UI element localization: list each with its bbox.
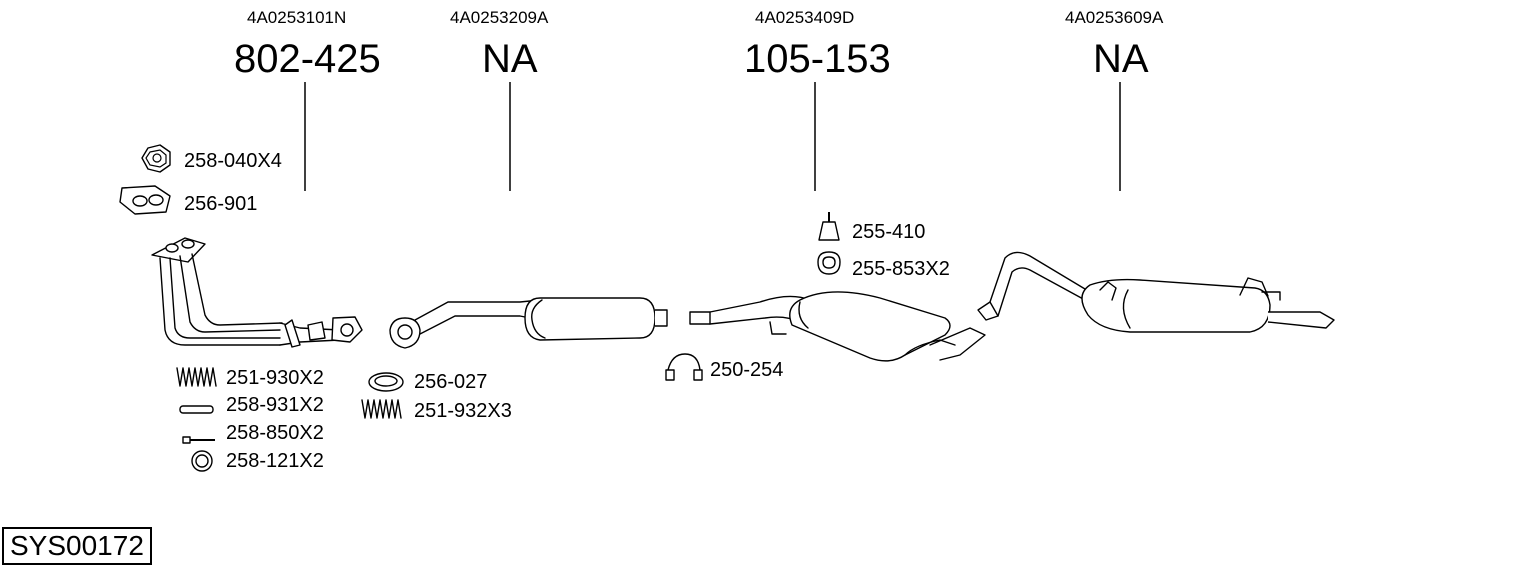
ring-icon: [191, 450, 213, 472]
part-number-2: NA: [482, 37, 538, 81]
label-pipe-clamp: 250-254: [710, 359, 784, 381]
middle-silencer-section: [389, 297, 668, 349]
part-number-4: NA: [1093, 37, 1149, 81]
center-muffler-105-153: [689, 291, 986, 362]
hanger-ring-icon: [817, 251, 841, 275]
flange-gasket-icon: [119, 185, 171, 215]
rubber-mount-icon: [818, 212, 840, 241]
label-ring-gasket: 256-027: [414, 371, 488, 393]
label-hanger-ring: 255-853X2: [852, 258, 950, 280]
oem-number-1: 4A0253101N: [247, 8, 347, 27]
label-rubber-mount: 255-410: [852, 221, 926, 243]
hex-nut-icon: [141, 144, 171, 173]
bolt-icon: [182, 436, 215, 444]
oem-number-2: 4A0253209A: [450, 8, 549, 27]
label-nut: 258-040X4: [184, 150, 282, 172]
rear-muffler-section: [977, 251, 1335, 333]
front-downpipe-802-425: [151, 237, 363, 348]
label-bolt: 258-850X2: [226, 422, 324, 444]
system-code-box: SYS00172: [2, 527, 152, 565]
oem-number-4: 4A0253609A: [1065, 8, 1164, 27]
sleeve-icon: [179, 405, 214, 414]
part-number-1: 802-425: [234, 37, 381, 81]
label-sleeve: 258-931X2: [226, 394, 324, 416]
oem-number-3: 4A0253409D: [755, 8, 855, 27]
label-flange-gasket: 256-901: [184, 193, 258, 215]
spring-icon-middle: [361, 399, 402, 419]
part-number-3: 105-153: [744, 37, 891, 81]
pipe-clamp-icon: [665, 353, 703, 381]
label-spring-front: 251-930X2: [226, 367, 324, 389]
ring-gasket-icon: [368, 372, 404, 392]
spring-icon-front: [176, 367, 217, 387]
label-ring: 258-121X2: [226, 450, 324, 472]
label-spring-middle: 251-932X3: [414, 400, 512, 422]
